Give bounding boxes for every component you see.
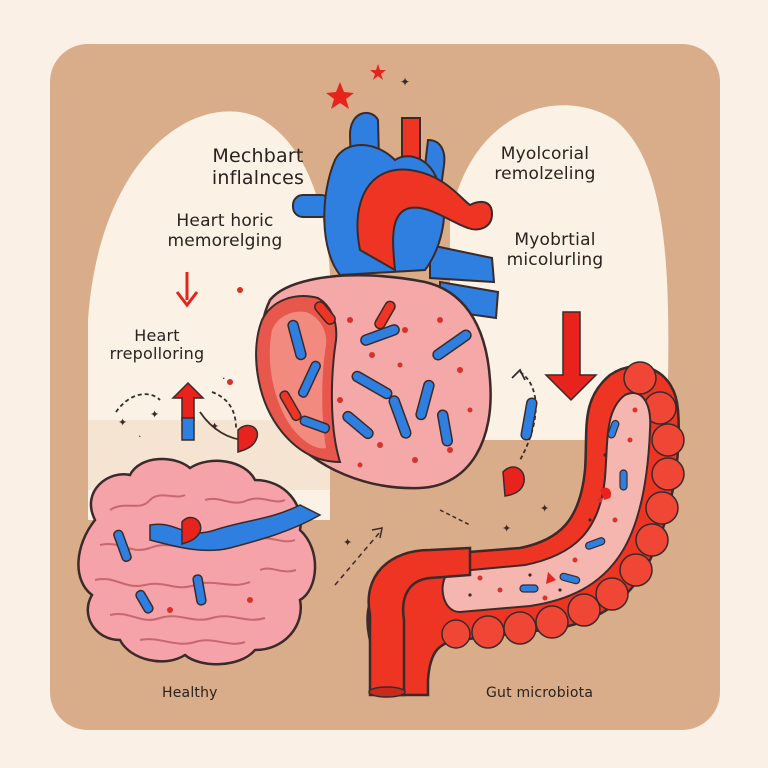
label-line: rrepolloring xyxy=(109,344,205,364)
down-arrow-icon xyxy=(544,311,598,402)
label-heart-horic: Heart horic memorelging xyxy=(146,211,304,251)
svg-text:·: · xyxy=(138,430,142,443)
svg-text:·: · xyxy=(222,372,226,385)
up-arrow-icon xyxy=(171,381,205,441)
label-heart-rrepolloring: Heart rrepolloring xyxy=(102,326,212,364)
label-line: memorelging xyxy=(167,230,283,251)
label-line: Myolcorial xyxy=(500,144,590,164)
label-line: inflalnces xyxy=(211,166,305,189)
label-line: remolzeling xyxy=(494,163,596,184)
label-line: Heart xyxy=(134,326,180,345)
heart-icon xyxy=(255,111,500,490)
right-arch xyxy=(450,105,669,440)
svg-text:✦: ✦ xyxy=(210,420,219,433)
label-myolcorial-remolzeling: Myolcorial remolzeling xyxy=(470,144,620,184)
svg-text:✦: ✦ xyxy=(540,502,549,515)
left-arch xyxy=(88,111,331,520)
svg-text:✦: ✦ xyxy=(502,522,511,535)
brain-icon xyxy=(77,457,322,666)
svg-text:✦: ✦ xyxy=(343,536,352,549)
intestine-icon xyxy=(366,361,685,698)
label-mechbart-influences: Mechbart inflalnces xyxy=(183,145,333,190)
label-line: Heart horic xyxy=(176,211,274,231)
svg-text:✦: ✦ xyxy=(150,408,159,421)
svg-text:✦: ✦ xyxy=(118,416,127,429)
label-line: Mechbart xyxy=(212,145,304,167)
label-gut-microbiota: Gut microbiota xyxy=(486,685,594,701)
label-line: Myobrtial xyxy=(514,230,596,250)
label-healthy: Healthy xyxy=(162,685,218,701)
down-arrow-icon xyxy=(175,272,199,308)
svg-text:✦: ✦ xyxy=(400,75,410,89)
label-myobrtial-micolurling: Myobrtial micolurling xyxy=(490,230,620,270)
star-icon xyxy=(326,64,386,109)
label-line: micolurling xyxy=(506,249,604,270)
